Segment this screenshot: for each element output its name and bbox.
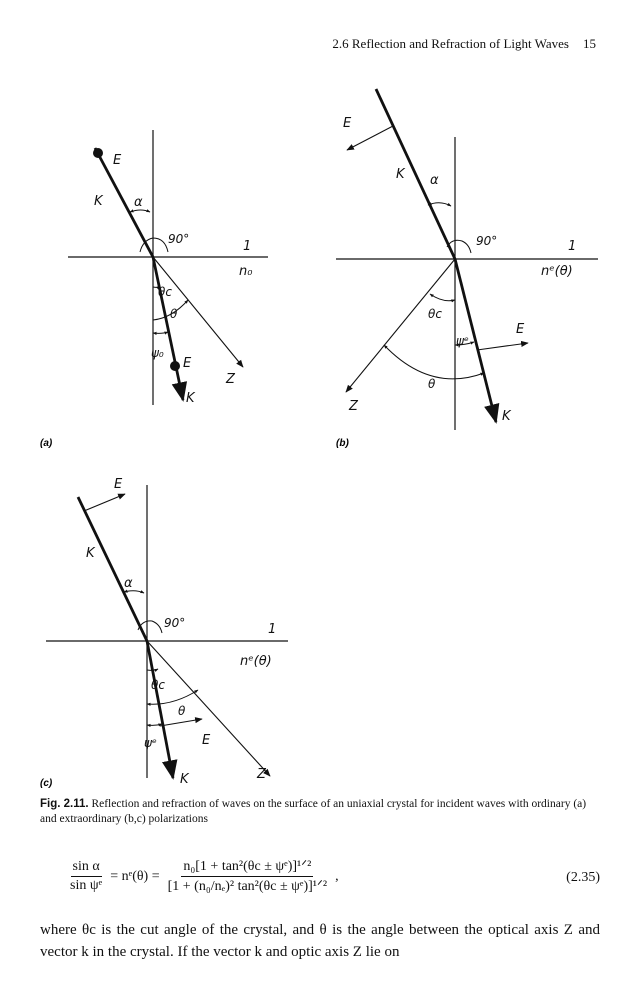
label-theta-c: θc <box>428 307 442 321</box>
optic-axis-z <box>152 256 244 368</box>
panel-label-b: (b) <box>336 438 349 449</box>
incident-ray <box>76 496 149 642</box>
label-E-right: E <box>202 733 211 748</box>
figure-caption: Fig. 2.11. Reflection and refraction of … <box>40 797 600 827</box>
label-K-bottom: K <box>180 772 190 787</box>
alpha-arc <box>427 202 452 207</box>
label-theta-c: θc <box>158 285 172 299</box>
equation-number: (2.35) <box>566 870 600 885</box>
polarization-dot-top <box>93 148 103 158</box>
label-alpha: α <box>430 173 439 188</box>
refracted-ray <box>453 258 500 424</box>
optic-axis-z <box>146 640 271 777</box>
label-theta-c: θc <box>151 678 165 692</box>
psi-arc <box>146 723 163 728</box>
body-paragraph: where θc is the cut angle of the crystal… <box>40 922 600 960</box>
theta-arc <box>152 299 189 321</box>
alpha-arc <box>123 589 145 594</box>
panel-label-c: (c) <box>40 778 53 789</box>
label-alpha: α <box>124 576 133 591</box>
refracted-ray <box>145 640 178 780</box>
label-K-top: K <box>396 167 406 182</box>
equation-middle: = nᵉ(θ) = <box>110 868 160 884</box>
label-medium-1: 1 <box>568 239 576 254</box>
rhs-numerator: n₀[1 + tan²(θc ± ψᵉ)]¹ᐟ² <box>181 858 314 877</box>
label-Z: Z <box>225 372 236 387</box>
label-K-bottom: K <box>502 409 512 424</box>
label-K-top: K <box>86 546 96 561</box>
label-medium-n: nᵉ(θ) <box>541 264 573 279</box>
label-medium-1: 1 <box>268 622 276 637</box>
caption-label: Fig. 2.11. <box>40 798 89 810</box>
label-E-right: E <box>516 322 525 337</box>
panel-a <box>68 130 268 405</box>
label-theta: θ <box>428 377 436 391</box>
theta-arc <box>146 689 199 706</box>
label-90: 90° <box>168 232 189 246</box>
right-angle-arc <box>446 239 472 254</box>
label-psi: ψᵉ <box>144 736 157 750</box>
panel-c <box>46 485 288 780</box>
psi-arc <box>152 331 169 335</box>
theta-c-arc <box>152 285 161 290</box>
rhs-fraction: n₀[1 + tan²(θc ± ψᵉ)]¹ᐟ² [1 + (n₀/nₑ)² t… <box>166 858 330 895</box>
incident-ray <box>374 88 457 260</box>
lhs-denominator: sin ψᵉ <box>70 878 103 893</box>
caption-text: Reflection and refraction of waves on th… <box>40 798 587 825</box>
running-header: 2.6 Reflection and Refraction of Light W… <box>0 36 596 52</box>
e-vector-top <box>83 493 126 512</box>
label-medium-n: nᵉ(θ) <box>240 654 272 669</box>
label-psi: ψᵉ <box>456 334 469 348</box>
page-number: 15 <box>583 36 596 51</box>
optic-axis-z <box>345 258 456 393</box>
e-vector-top <box>346 125 394 151</box>
equation-2-35: sin α sin ψᵉ = nᵉ(θ) = n₀[1 + tan²(θc ± … <box>40 850 600 900</box>
label-K-top: K <box>94 194 104 209</box>
label-Z: Z <box>348 399 359 414</box>
rhs-denominator: [1 + (n₀/nₑ)² tan²(θc ± ψᵉ)]¹ᐟ² <box>167 879 328 894</box>
label-alpha: α <box>134 195 143 210</box>
label-E-top: E <box>343 116 352 131</box>
label-K-bottom: K <box>186 391 196 406</box>
panel-b <box>336 88 598 430</box>
right-angle-arc <box>139 237 169 253</box>
label-90: 90° <box>164 616 185 630</box>
theta-arc <box>383 344 485 380</box>
label-theta: θ <box>178 704 186 718</box>
refracted-ray <box>151 256 188 402</box>
panel-label-a: (a) <box>40 438 53 449</box>
label-psi: ψ₀ <box>151 346 164 360</box>
label-E-top: E <box>114 477 123 492</box>
e-vector-right <box>159 717 203 727</box>
label-E-top: E <box>113 153 122 168</box>
lhs-fraction: sin α sin ψᵉ <box>68 859 104 894</box>
theta-c-arc <box>429 293 456 303</box>
section-title: 2.6 Reflection and Refraction of Light W… <box>332 36 569 51</box>
label-90: 90° <box>476 234 497 248</box>
lhs-numerator: sin α <box>70 859 102 877</box>
label-theta: θ <box>170 307 178 321</box>
incident-ray <box>93 147 155 258</box>
figure-2-11: E K α 90° 1 n₀ θc θ ψ₀ E Z K (a) E K α 9… <box>40 88 598 789</box>
label-Z: Z <box>256 767 267 782</box>
e-vector-right <box>476 340 529 351</box>
right-angle-arc <box>137 620 163 634</box>
label-E-bottom: E <box>183 356 192 371</box>
label-medium-n: n₀ <box>239 264 253 279</box>
label-medium-1: 1 <box>243 239 251 254</box>
alpha-arc <box>129 209 151 213</box>
theta-c-arc <box>146 668 159 673</box>
polarization-dot-bottom <box>170 361 180 371</box>
equation-comma: , <box>335 868 339 884</box>
